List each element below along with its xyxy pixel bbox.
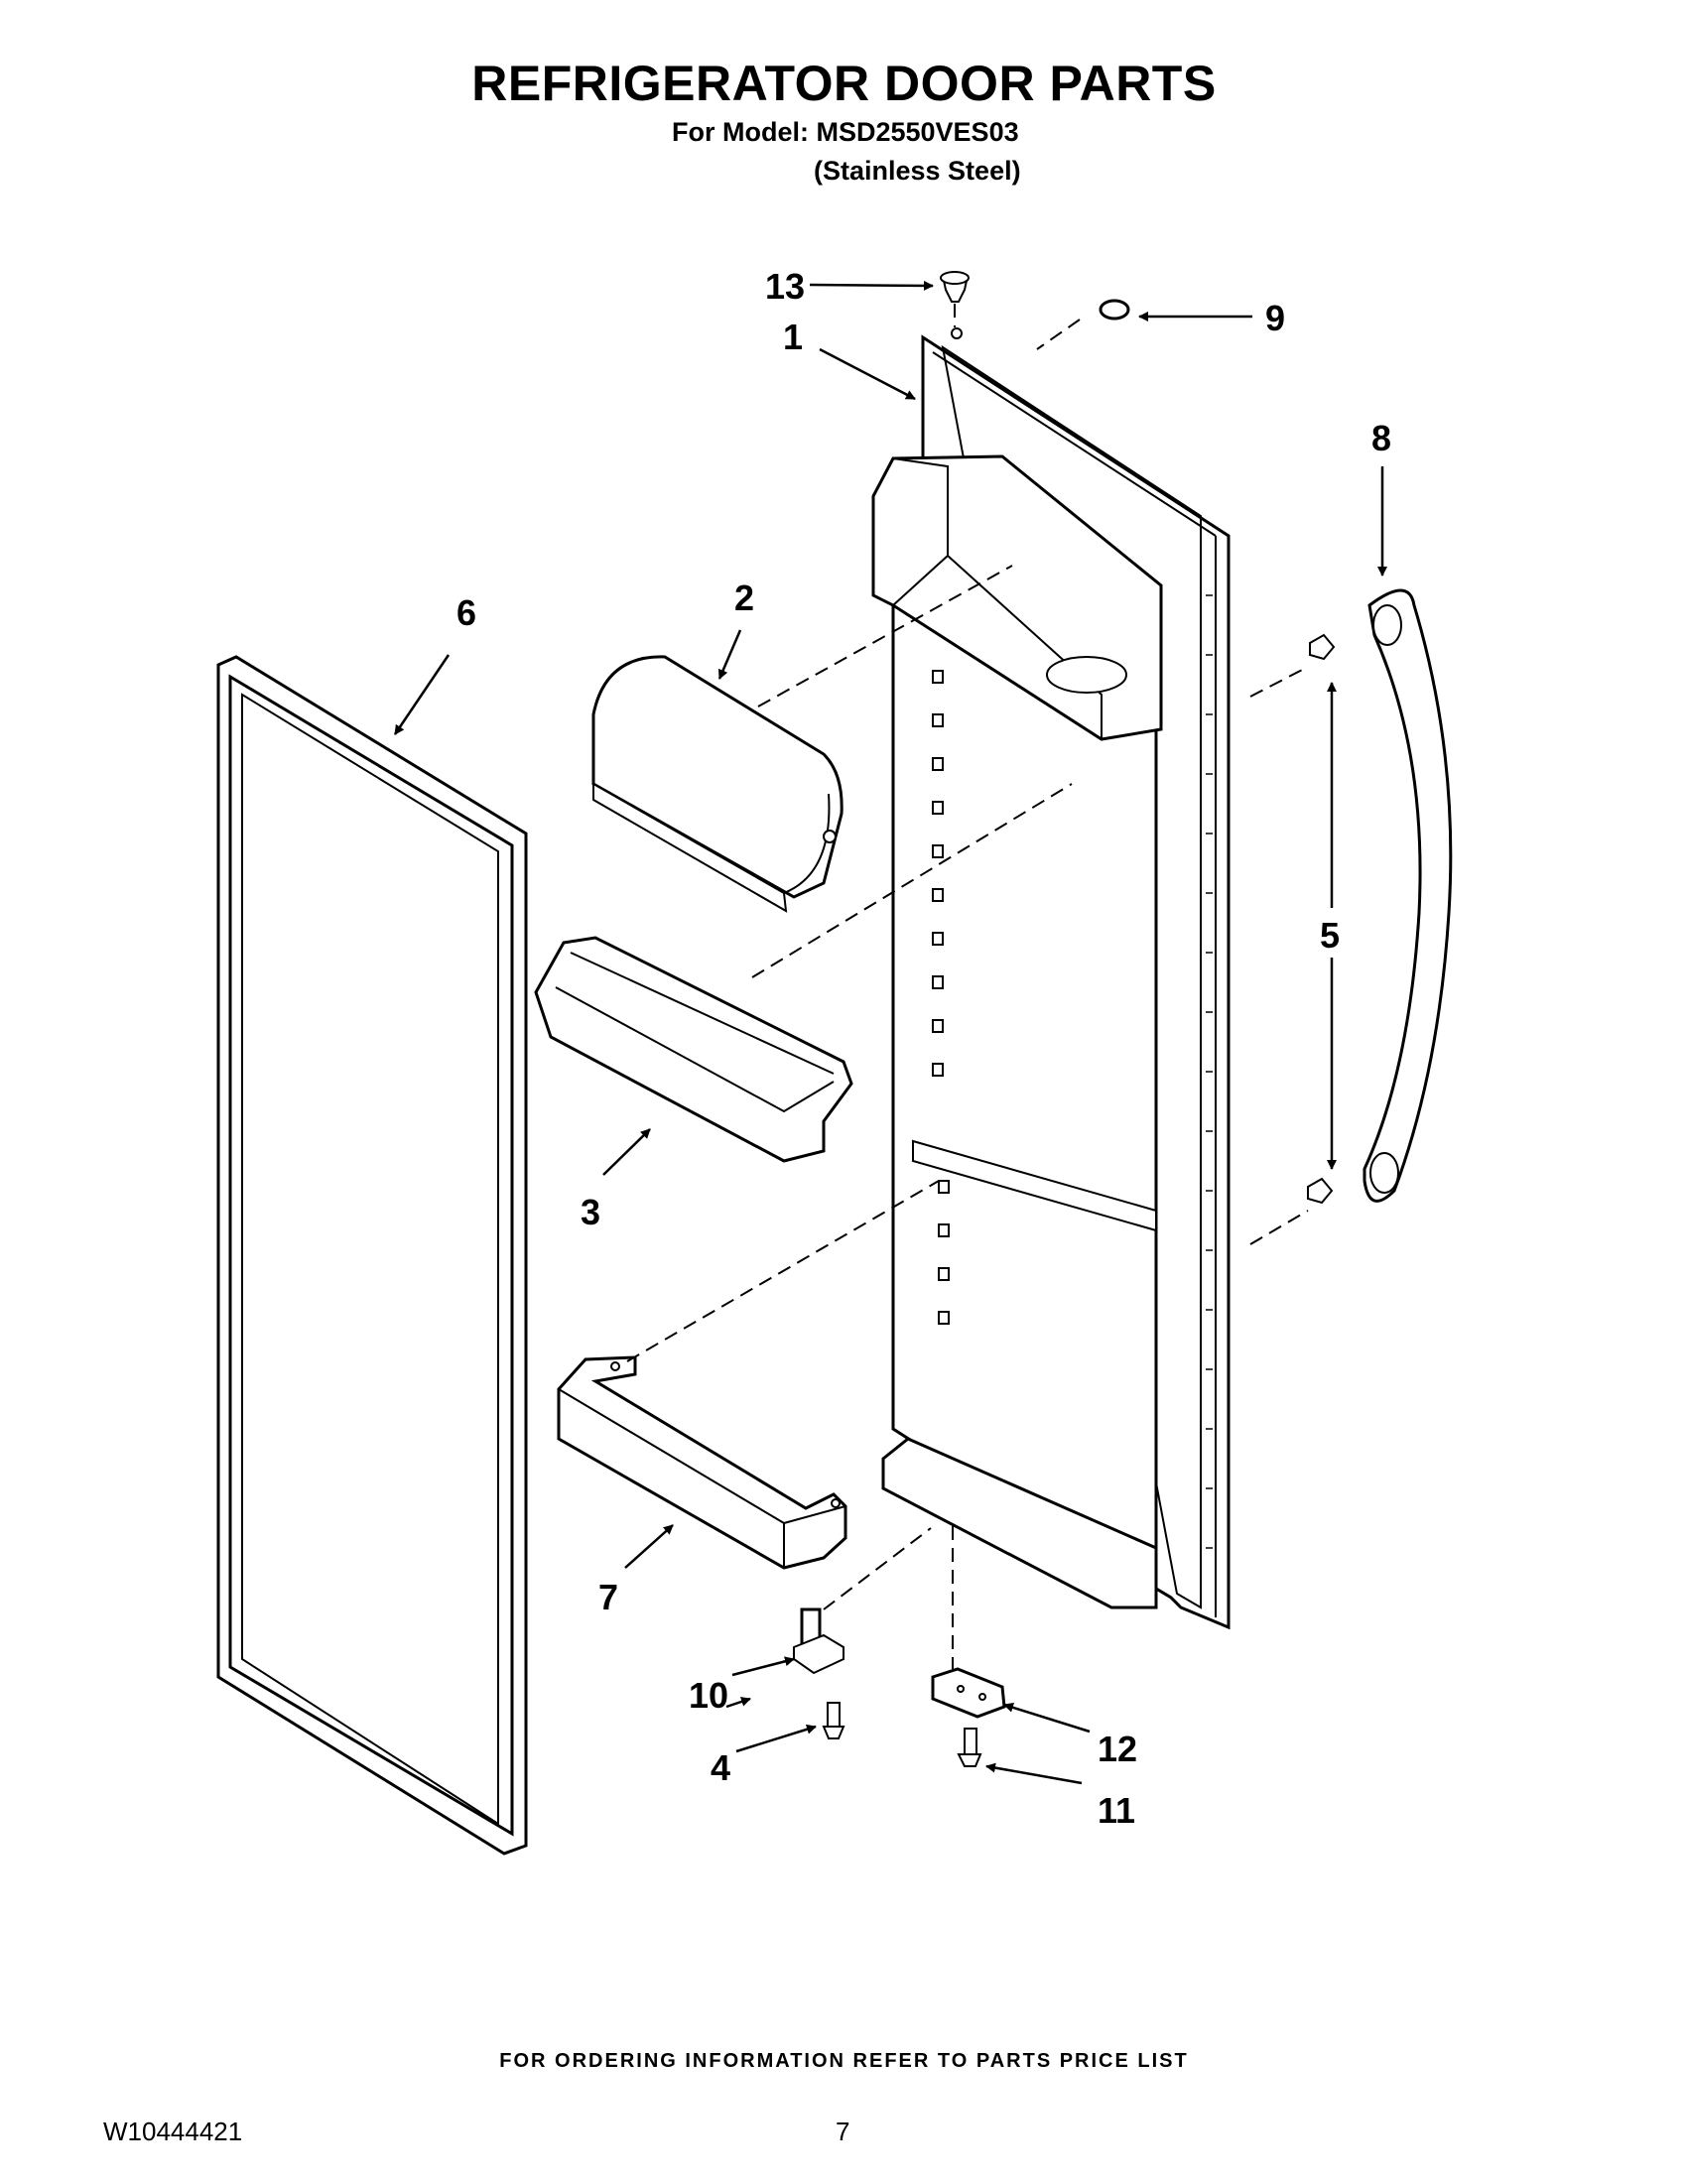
finish-line: (Stainless Steel) [814,156,1021,186]
hinge-screw-part [822,1702,845,1739]
door-bin-part [534,936,853,1163]
callout-11: 11 [1098,1790,1135,1831]
bottom-bin-part [557,1355,847,1570]
callout-arrows [393,280,1387,1785]
callout-1: 1 [783,317,803,357]
door-gasket-part [216,655,528,1856]
model-line: For Model: MSD2550VES03 [672,117,1019,147]
door-liner-part [871,334,1231,1630]
handle-screw-part [1307,633,1336,1205]
document-number: W10444421 [103,2117,243,2146]
door-top-hole [951,327,963,339]
bottom-hinge-part [931,1667,1006,1719]
ordering-info-note: FOR ORDERING INFORMATION REFER TO PARTS … [499,2050,1189,2072]
callout-8: 8 [1371,418,1391,458]
dairy-bin-cover-part [591,655,844,913]
callout-9: 9 [1265,298,1285,338]
top-cap-part [940,271,970,303]
callout-13: 13 [765,266,805,307]
callout-3: 3 [581,1192,600,1232]
callout-2: 2 [734,578,754,618]
callout-7: 7 [598,1577,618,1617]
hinge-bolt-part [957,1728,982,1767]
callout-12: 12 [1098,1729,1137,1769]
hinge-pin-part [793,1607,844,1675]
page-number: 7 [836,2117,850,2146]
assembly-dash-lines [626,304,1309,1669]
hole-plug-part [1099,299,1130,321]
callout-6: 6 [456,592,476,633]
page-title: REFRIGERATOR DOOR PARTS [471,56,1217,111]
door-handle-part [1363,588,1453,1203]
callout-4: 4 [711,1747,730,1788]
callout-5: 5 [1320,915,1340,956]
callout-10: 10 [689,1675,728,1716]
